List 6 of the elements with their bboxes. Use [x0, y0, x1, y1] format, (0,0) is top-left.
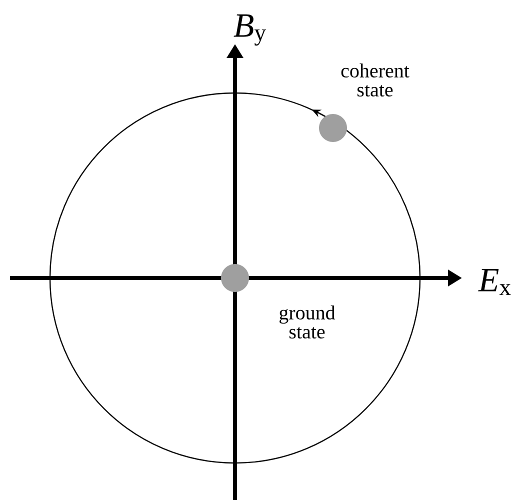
axis-label: E$_{x}$ — [478, 269, 511, 295]
state-label: ground state — [280, 305, 336, 339]
axis-label: B$_{y}$ — [234, 14, 266, 46]
state-dot — [221, 264, 249, 292]
state-dot — [319, 114, 347, 142]
state-label: coherent state — [341, 63, 410, 97]
